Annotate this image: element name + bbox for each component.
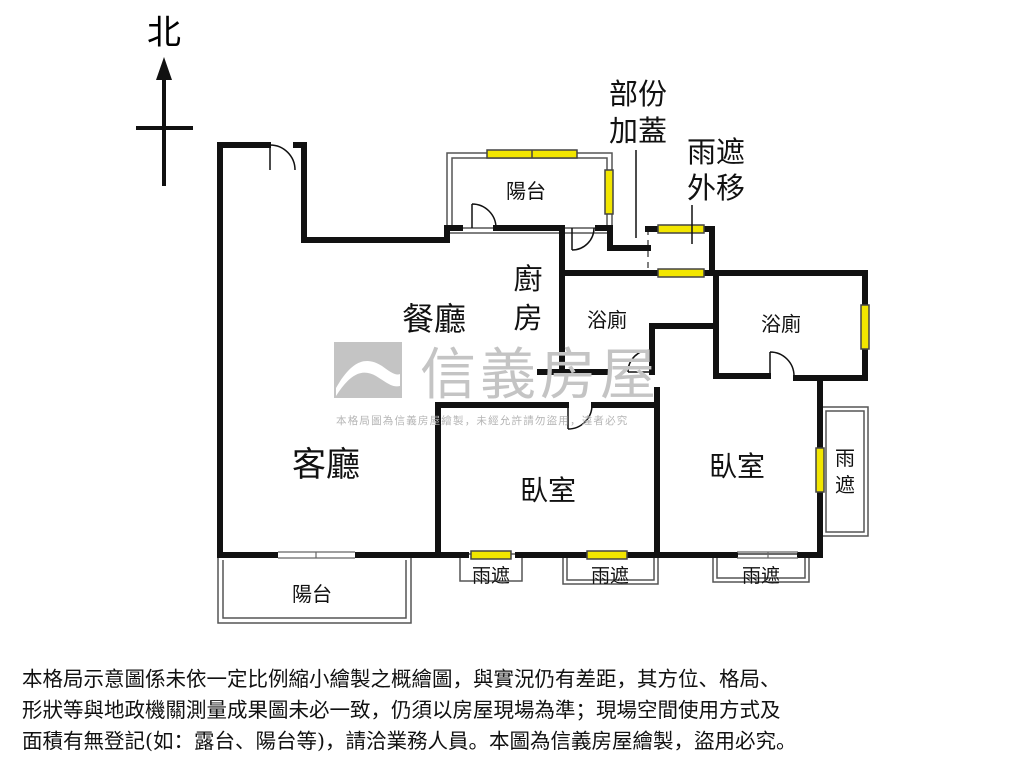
door-entry xyxy=(269,144,296,171)
annotation-canopy-moved-2: 外移 xyxy=(687,171,745,205)
balcony-bottom-outline xyxy=(217,555,412,624)
label-bedroom-center: 臥室 xyxy=(520,474,576,507)
label-living-room: 客廳 xyxy=(292,445,360,485)
label-bath-left: 浴廁 xyxy=(587,308,627,332)
compass: 北 xyxy=(136,13,193,186)
label-balcony-bottom: 陽台 xyxy=(292,582,332,606)
canopy-right-outline xyxy=(821,406,869,537)
window-corridor-north xyxy=(657,224,705,234)
wall-west-outer xyxy=(217,142,278,558)
window-corridor-south xyxy=(657,268,705,278)
label-canopy-bottom-2: 雨遮 xyxy=(591,565,629,587)
window-bottom-2 xyxy=(586,550,628,560)
compass-north-label: 北 xyxy=(147,13,181,53)
annotations: 部份 加蓋 雨遮 外移 xyxy=(609,77,745,244)
disclaimer-line-2: 形狀等與地政機關測量成果圖未必一致，仍須以房屋現場為準；現場空間使用方式及 xyxy=(22,698,781,722)
label-canopy-right-2: 遮 xyxy=(835,473,855,497)
window-balcony-top-east xyxy=(604,169,614,215)
balcony-bottom-outline-inner xyxy=(222,560,407,619)
wall-bath-right-east xyxy=(793,270,868,381)
room-labels: 客廳 餐廳 廚 房 臥室 臥室 浴廁 浴廁 陽台 陽台 雨 遮 雨遮 雨遮 雨遮 xyxy=(292,179,855,606)
wall-bath-right-west xyxy=(713,270,771,379)
label-bath-right: 浴廁 xyxy=(761,312,801,336)
windows xyxy=(470,149,870,560)
watermark-logo-icon xyxy=(334,342,402,398)
annotation-canopy-moved-1: 雨遮 xyxy=(687,135,745,169)
watermark-notice: 本格局圖為信義房屋繪製，未經允許請勿盜用，違者必究 xyxy=(336,414,629,427)
door-bath-right xyxy=(769,351,795,377)
wall-bedroom-center xyxy=(435,402,569,558)
door-swings xyxy=(269,144,795,430)
floor-plan: 北 xyxy=(136,13,870,624)
watermark-brand: 信義房屋 xyxy=(420,343,660,408)
label-dining-room: 餐廳 xyxy=(402,300,466,338)
label-kitchen-1: 廚 xyxy=(513,262,542,296)
window-bottom-1 xyxy=(470,550,512,560)
label-kitchen-2: 房 xyxy=(513,301,542,335)
wall-corridor-north xyxy=(595,225,651,251)
wall-bedroom-right-east xyxy=(797,375,823,558)
canopy-right-outline-inner xyxy=(825,410,865,533)
label-canopy-right-1: 雨 xyxy=(835,446,855,470)
sliding-doors xyxy=(278,551,798,559)
watermark: 信義房屋 本格局圖為信義房屋繪製，未經允許請勿盜用，違者必究 xyxy=(334,342,660,427)
disclaimer: 本格局示意圖係未依一定比例縮小繪製之概繪圖，與實況仍有差距，其方位、格局、 形狀… xyxy=(22,664,1012,757)
door-bedroom-center xyxy=(567,404,593,430)
annotation-partial-addition-2: 加蓋 xyxy=(609,114,667,148)
canopy-bottom-3-outline-inner xyxy=(716,553,806,579)
disclaimer-line-3: 面積有無登記(如：露台、陽台等)，請洽業務人員。本圖為信義房屋繪製，盜用必究。 xyxy=(22,729,797,753)
annotation-partial-addition-1: 部份 xyxy=(609,77,667,111)
compass-arrowhead xyxy=(156,57,172,80)
wall-bath-left-south xyxy=(649,323,715,375)
label-canopy-bottom-1: 雨遮 xyxy=(472,565,510,587)
label-bedroom-right: 臥室 xyxy=(709,450,765,483)
window-bath-right xyxy=(860,304,870,350)
label-balcony-top: 陽台 xyxy=(506,179,546,203)
door-bath-left xyxy=(627,349,651,373)
disclaimer-line-1: 本格局示意圖係未依一定比例縮小繪製之概繪圖，與實況仍有差距，其方位、格局、 xyxy=(22,667,781,691)
door-kitchen-corridor xyxy=(571,227,595,251)
window-bedroom-right xyxy=(815,447,825,493)
label-canopy-bottom-3: 雨遮 xyxy=(742,565,780,587)
wall-north-left xyxy=(293,142,463,243)
door-balcony-top xyxy=(471,203,497,229)
